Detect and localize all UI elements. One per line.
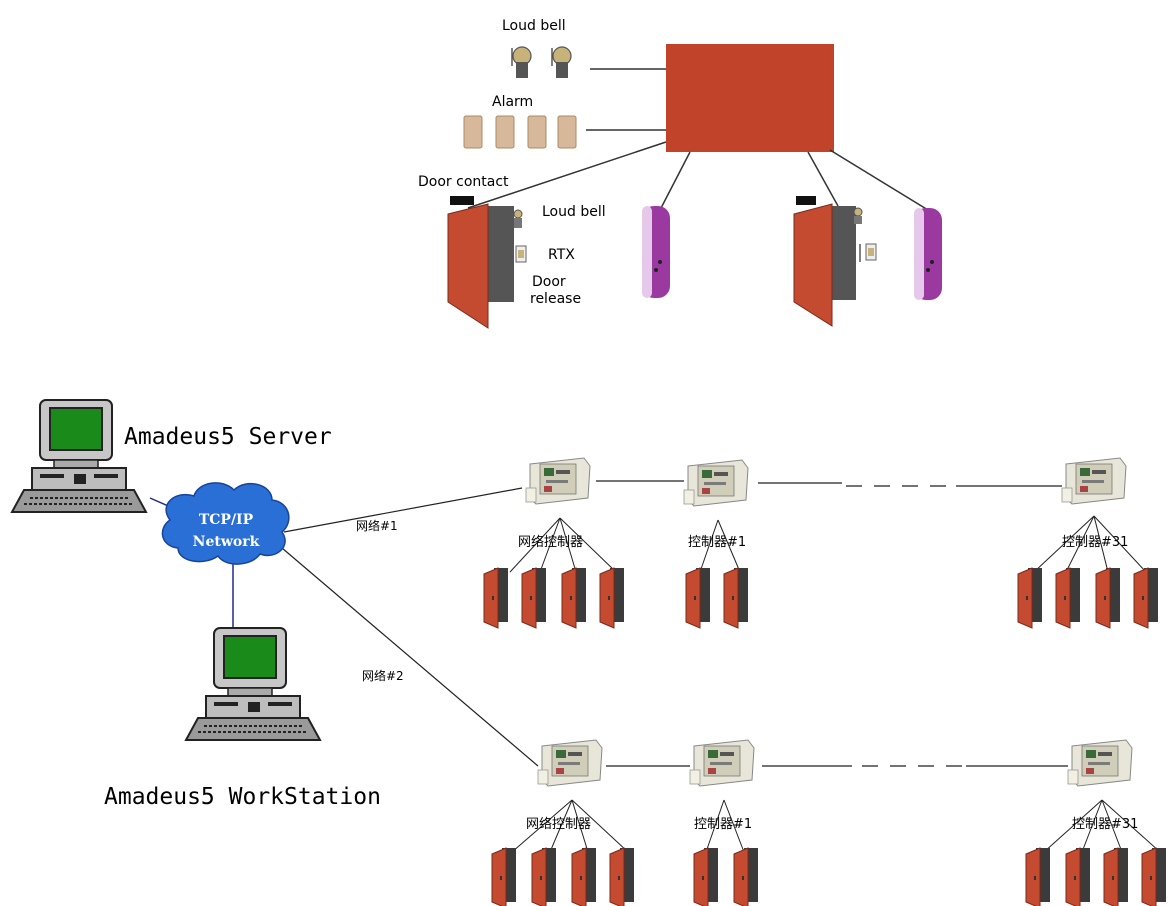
network-1-link <box>283 487 523 533</box>
door-icon <box>1133 567 1159 629</box>
controller-label: 控制器#31 <box>1062 535 1128 550</box>
controller-label: 网络控制器 <box>526 816 591 832</box>
server-computer-icon <box>11 399 147 513</box>
door-icon <box>1055 567 1081 629</box>
reader2-link <box>829 149 929 211</box>
door-icon <box>521 567 547 629</box>
controller-icon <box>683 459 749 507</box>
controller-icon <box>525 457 591 505</box>
controller-icon <box>1067 739 1133 787</box>
door-icon <box>571 847 597 906</box>
door-2-assembly <box>793 196 877 327</box>
door-icon <box>609 847 635 906</box>
controller-icon <box>1061 457 1127 505</box>
network-1-label: 网络#1 <box>356 518 398 533</box>
door2-link <box>807 151 839 207</box>
cloud-line-1: TCP/IP <box>199 512 254 528</box>
server-label: Amadeus5 Server <box>124 424 332 450</box>
network-cloud-icon: TCP/IP Network <box>161 482 290 565</box>
door-icon <box>1065 847 1091 906</box>
rtx-label: RTX <box>548 247 575 263</box>
door-1-assembly <box>447 196 527 329</box>
door-icon <box>733 847 759 906</box>
loud-bell-label: Loud bell <box>502 18 566 34</box>
workstation-label: Amadeus5 WorkStation <box>104 784 381 810</box>
network-2-row: 网络控制器 控制器#1 控制器#31 <box>491 739 1167 906</box>
door-icon <box>685 567 711 629</box>
card-reader-icon <box>914 208 942 300</box>
access-panel-illustration: Loud bell Alarm Door contact Loud bell R… <box>418 18 942 329</box>
controller-label: 控制器#31 <box>1072 817 1138 832</box>
door-icon <box>1095 567 1121 629</box>
door-icon <box>1141 847 1167 906</box>
alarm-sensors-icon <box>463 115 577 149</box>
loud-bell-icon <box>511 46 572 78</box>
door-icon <box>561 567 587 629</box>
controller-label: 控制器#1 <box>688 535 746 550</box>
door-icon <box>1017 567 1043 629</box>
controller-icon <box>689 739 755 787</box>
door1-link <box>467 141 667 209</box>
network-2-link <box>281 547 539 767</box>
door-icon <box>723 567 749 629</box>
door-release-label-2: release <box>530 291 581 307</box>
card-reader-icon <box>642 206 670 298</box>
door-release-label-1: Door <box>532 274 566 290</box>
alarm-label: Alarm <box>492 94 533 110</box>
door-icon <box>1103 847 1129 906</box>
loud-bell-side-label: Loud bell <box>542 204 606 220</box>
network-topology: Amadeus5 Server Amadeus5 WorkStation TCP… <box>11 399 1167 906</box>
door-icon <box>693 847 719 906</box>
door-icon <box>491 847 517 906</box>
controller-label: 网络控制器 <box>518 534 583 550</box>
reader1-link <box>659 151 691 211</box>
network-2-label: 网络#2 <box>362 668 404 683</box>
controller-icon <box>537 739 603 787</box>
network-1-row: 网络控制器 控制器#1 控制器#31 <box>483 457 1159 629</box>
door-contact-label: Door contact <box>418 174 509 190</box>
controller-label: 控制器#1 <box>694 817 752 832</box>
door-icon <box>531 847 557 906</box>
workstation-computer-icon <box>185 627 321 741</box>
main-control-panel <box>666 44 834 152</box>
door-icon <box>1025 847 1051 906</box>
door-icon <box>483 567 509 629</box>
door-icon <box>599 567 625 629</box>
cloud-line-2: Network <box>193 534 260 550</box>
